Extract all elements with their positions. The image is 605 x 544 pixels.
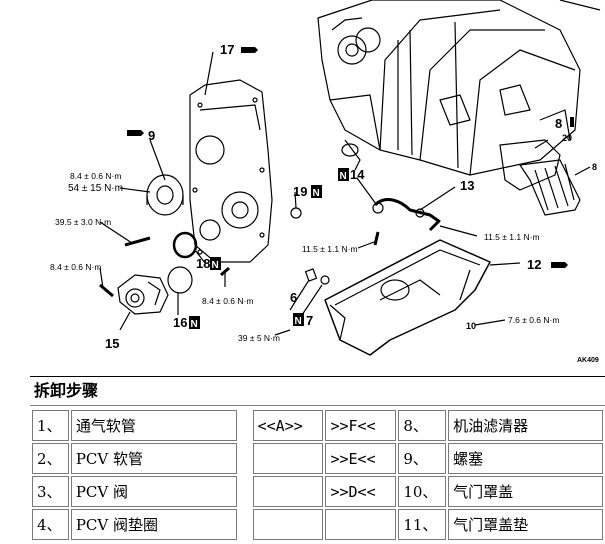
callout-14: 14 [350,167,365,182]
torque-t1: 8.4 ± 0.6 N·m [70,171,121,181]
timing-cover-drawing [189,79,273,263]
torque-t3: 39.5 ± 3.0 N·m [55,217,111,227]
step-number: 2、 [32,443,69,474]
part-name-2: 气门罩盖垫 [448,509,603,540]
step-number-2: 8、 [398,410,447,441]
step-number-2: 9、 [398,443,447,474]
water-pump-drawing [117,274,169,315]
service-point-install: >>F<< [325,410,397,441]
figure-code: AK409 [577,357,599,364]
o-ring-16 [167,266,193,294]
table-row: 2、 PCV 软管 >>E<< 9、 螺塞 [32,443,603,474]
step-number-2: 11、 [398,509,447,540]
callout-8b: 8 [592,162,597,172]
procedure-title: 拆卸步骤 [30,376,605,406]
svg-text:N: N [313,188,320,199]
service-point-install: >>E<< [325,443,397,474]
part-name: PCV 软管 [70,443,238,474]
callout-8: 8 [555,116,562,131]
callout-7: 7 [306,313,313,328]
service-point-removal [252,476,324,507]
callout-10: 10 [466,321,476,331]
step-number-2: 10、 [398,476,447,507]
column-gap [239,476,250,507]
svg-text:N: N [295,316,302,327]
step-number: 4、 [32,509,69,540]
service-point-removal [252,509,324,540]
callout-12: 12 [527,257,541,272]
gasket-18 [172,231,198,259]
part-name-2: 机油滤清器 [448,410,603,441]
step-number: 1、 [32,410,69,441]
callout-18: 18 [196,256,210,271]
engine-block-drawing [317,0,601,176]
oil-pan-drawing [324,239,491,356]
column-gap [239,443,250,474]
torque-t9: 7.6 ± 0.6 N·m [508,315,559,325]
oil-filter-drawing [499,139,581,216]
callout-17: 17 [220,42,234,57]
table-row: 1、 通气软管 <<A>> >>F<< 8、 机油滤清器 [32,410,603,441]
crank-pulley-drawing [146,174,184,216]
callout-6: 6 [290,290,297,305]
callout-9: 9 [148,128,155,143]
table-row: 3、 PCV 阀 >>D<< 10、 气门罩盖 [32,476,603,507]
part-name-2: 气门罩盖 [448,476,603,507]
torque-t4: 8.4 ± 0.6 N·m [50,262,101,272]
svg-text:N: N [340,171,347,182]
service-point-install [325,509,397,540]
procedure-table: 1、 通气软管 <<A>> >>F<< 8、 机油滤清器 2、 PCV 软管 >… [30,408,605,542]
svg-text:N: N [191,319,198,330]
engine-exploded-diagram: N N N N N 17 9 19 14 13 8 18 16 15 6 7 1… [50,0,601,364]
svg-text:N: N [212,260,219,271]
removal-procedure: 拆卸步骤 1、 通气软管 <<A>> >>F<< 8、 机油滤清器 2、 PCV… [30,376,605,544]
callout-16: 16 [173,315,187,330]
torque-t5: 8.4 ± 0.6 N·m [202,296,253,306]
table-row: 4、 PCV 阀垫圈 11、 气门罩盖垫 [32,509,603,540]
step-number: 3、 [32,476,69,507]
part-name: PCV 阀垫圈 [70,509,238,540]
service-point-install: >>D<< [325,476,397,507]
callout-15: 15 [105,336,119,351]
column-gap [239,410,250,441]
torque-t6: 11.5 ± 1.1 N·m [302,244,358,254]
callout-20: 20 [562,133,572,143]
part-name-2: 螺塞 [448,443,603,474]
pcv-hose-14 [373,198,441,224]
service-point-removal: <<A>> [252,410,324,441]
part-name: 通气软管 [70,410,238,441]
part-name: PCV 阀 [70,476,238,507]
callout-13: 13 [460,178,474,193]
service-point-removal [252,443,324,474]
callout-19: 19 [293,184,307,199]
torque-t2: 54 ± 15 N·m [68,183,123,194]
torque-t7: 11.5 ± 1.1 N·m [484,232,540,242]
column-gap [239,509,250,540]
torque-t8: 39 ± 5 N·m [238,333,280,343]
